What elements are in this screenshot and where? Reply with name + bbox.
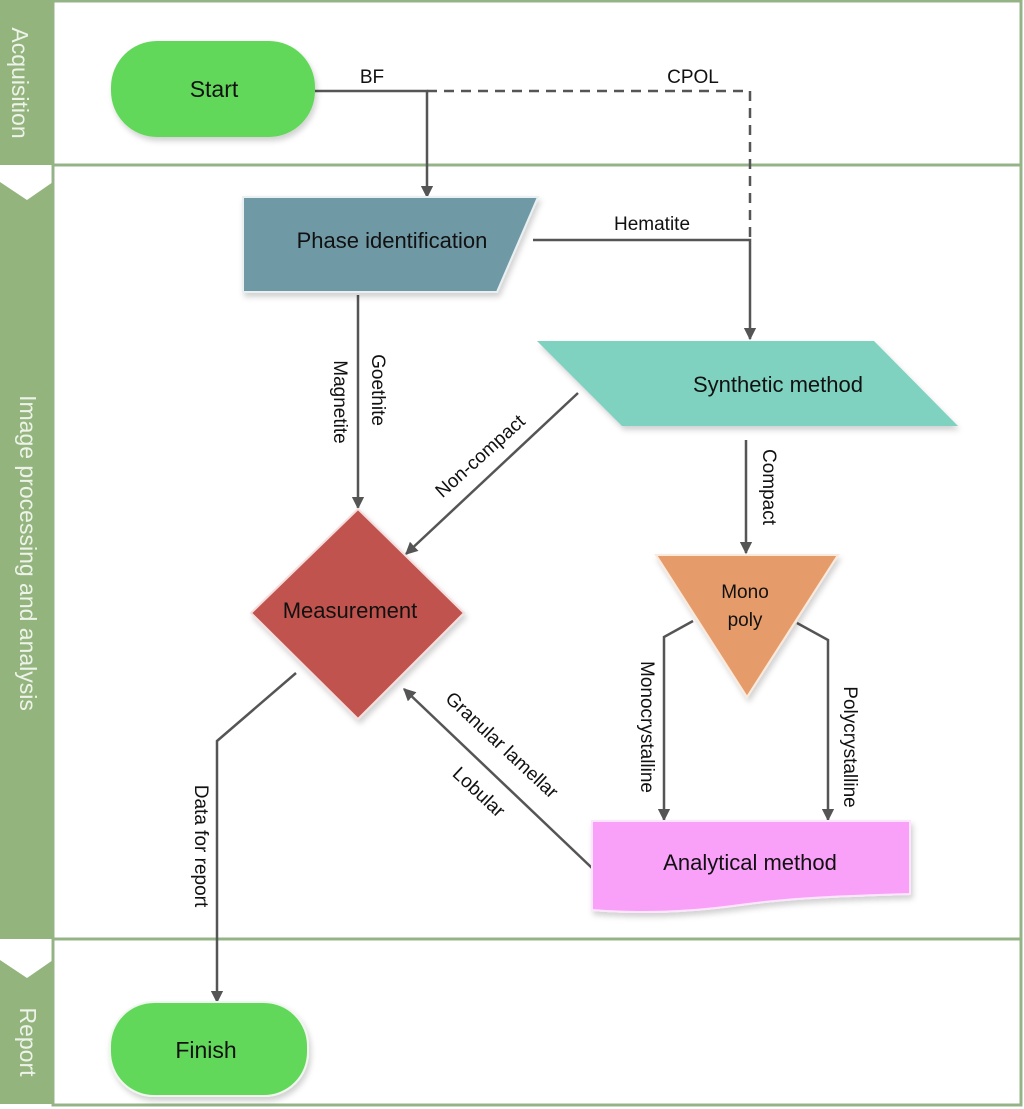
edge-label-bf: BF xyxy=(360,67,384,88)
lane-acquisition: Acquisition xyxy=(0,0,53,165)
edge-bf xyxy=(315,89,434,199)
start-label: Start xyxy=(190,76,239,102)
edge-label-lobular: Lobular xyxy=(448,763,509,822)
edge-granular-lobular xyxy=(403,688,593,869)
edge-monocrystalline xyxy=(657,619,694,822)
edge-label-magnetite: Magnetite xyxy=(329,360,350,443)
lane-label-processing: Image processing and analysis xyxy=(15,395,41,711)
edge-label-monocrystalline: Monocrystalline xyxy=(636,661,657,793)
lane-label-acquisition: Acquisition xyxy=(7,27,33,138)
phase-identification-shape xyxy=(242,196,540,293)
phase-identification-label: Phase identification xyxy=(297,228,488,253)
synthetic-method-label: Synthetic method xyxy=(693,372,863,397)
lane-band-processing xyxy=(0,182,53,939)
node-analytical-method[interactable]: Analytical method xyxy=(591,820,911,914)
edge-label-cpol: CPOL xyxy=(667,67,719,88)
node-measurement[interactable]: Measurement xyxy=(249,507,466,721)
node-synthetic-method[interactable]: Synthetic method xyxy=(537,341,958,426)
synthetic-method-shape xyxy=(537,341,958,426)
mono-poly-label-line2: poly xyxy=(728,610,763,631)
edge-polycrystalline xyxy=(796,621,835,822)
edge-cpol xyxy=(427,89,752,240)
start-terminal-shape xyxy=(111,41,315,137)
lane-label-report: Report xyxy=(15,1007,41,1077)
edge-non-compact xyxy=(405,392,579,555)
edge-label-non-compact: Non-compact xyxy=(432,411,531,503)
node-start[interactable]: Start xyxy=(111,41,315,137)
edge-label-goethite: Goethite xyxy=(367,354,388,426)
node-mono-poly[interactable]: Mono poly xyxy=(654,554,840,699)
edge-label-data-for-report: Data for report xyxy=(190,785,211,908)
analytical-method-label: Analytical method xyxy=(663,850,837,875)
lane-report: Report xyxy=(0,960,53,1104)
mono-poly-merge-shape xyxy=(654,554,840,699)
measurement-decision-shape xyxy=(249,507,466,721)
analytical-method-document-shape xyxy=(591,820,911,914)
lane-band-report xyxy=(0,960,53,1104)
finish-label: Finish xyxy=(175,1037,236,1063)
edge-label-compact: Compact xyxy=(758,449,779,526)
edge-data-for-report xyxy=(210,672,297,1004)
mono-poly-label-line1: Mono xyxy=(721,582,769,603)
node-phase-identification[interactable]: Phase identification xyxy=(242,196,540,293)
edge-hematite xyxy=(533,238,757,341)
node-finish[interactable]: Finish xyxy=(109,1001,309,1097)
edge-label-polycrystalline: Polycrystalline xyxy=(839,686,860,807)
edge-label-hematite: Hematite xyxy=(614,214,690,235)
lane-band-acquisition xyxy=(0,0,53,165)
finish-terminal-shape xyxy=(109,1001,309,1097)
lane-processing: Image processing and analysis xyxy=(0,182,53,939)
measurement-label: Measurement xyxy=(283,598,418,623)
edge-labels: BF CPOL Hematite Goethite Magnetite Non-… xyxy=(190,67,860,908)
connectors xyxy=(210,89,835,1004)
